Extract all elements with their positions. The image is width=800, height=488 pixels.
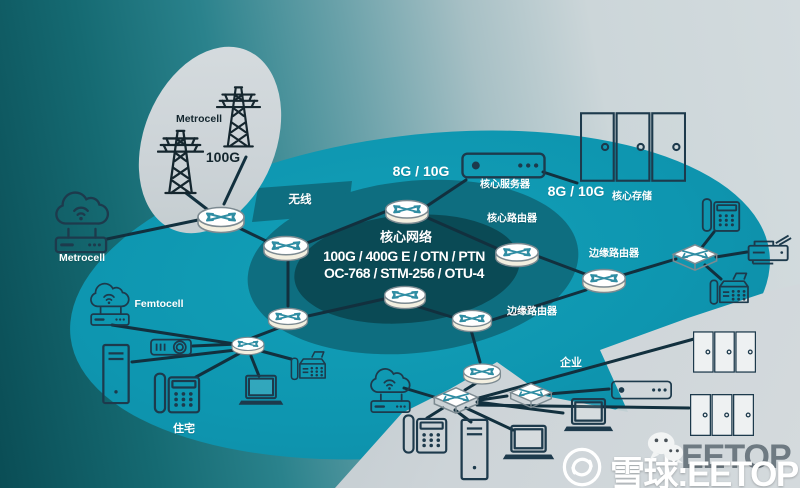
label-core-router: 核心路由器 [487, 213, 537, 225]
label-wireless: 无线 [288, 194, 312, 206]
router-icon [462, 363, 502, 385]
core-router-icon [494, 242, 540, 268]
edge-router-icon [581, 268, 627, 294]
desk-phone-icon [402, 414, 448, 454]
router-icon [262, 235, 310, 262]
storage-icon [693, 331, 756, 373]
label-core-storage: 核心存储 [612, 191, 652, 203]
edge-router-icon [451, 309, 493, 333]
label-100g: 100G [205, 149, 241, 165]
cell-tower-icon [216, 86, 261, 148]
cell-tower-icon [157, 129, 204, 195]
laptop-icon [501, 424, 556, 461]
label-core-tech-line1: 100G / 400G E / OTN / PTN [323, 248, 485, 264]
desk-phone-icon [153, 372, 201, 414]
router-icon [197, 206, 245, 234]
wechat-icon [647, 432, 684, 464]
core-storage-icon [580, 112, 686, 182]
storage-icon [690, 394, 754, 436]
switch-icon [672, 243, 718, 272]
router-icon [384, 199, 430, 225]
laptop-icon [237, 374, 285, 406]
desk-phone-icon [701, 198, 741, 232]
label-core-network: 核心网络 [379, 229, 433, 245]
label-8g10g-server: 8G / 10G [392, 163, 450, 179]
projector-icon [150, 338, 192, 356]
label-enterprise: 企业 [560, 357, 582, 369]
tower-pc-icon [460, 418, 489, 481]
residential-router-icon [231, 336, 265, 356]
snowball-logo-icon [562, 447, 602, 487]
router-icon [383, 285, 427, 310]
eetop-ghost-watermark: EETOP [681, 438, 792, 476]
label-residential: 住宅 [173, 423, 195, 435]
fax-icon [709, 272, 749, 305]
label-femtocell: Femtocell [134, 298, 184, 310]
laptop-icon [562, 398, 615, 433]
label-core-tech-line2: OC-768 / STM-256 / OTU-4 [324, 265, 484, 281]
label-metrocell-zone: Metrocell [175, 113, 223, 125]
label-metrocell-access: Metrocell [58, 252, 106, 264]
cloud-wifi-icon [55, 191, 110, 225]
fax-icon [290, 351, 326, 381]
label-edge-router-upper: 边缘路由器 [589, 248, 639, 260]
label-core-server: 核心服务器 [480, 179, 530, 191]
label-8g10g-storage: 8G / 10G [547, 183, 605, 199]
modem-icon [90, 306, 130, 327]
xueqiu-eetop-watermark: 雪球:EETOP [610, 455, 799, 488]
server-icon [610, 380, 673, 400]
router-icon [267, 307, 309, 331]
tower-pc-icon [102, 343, 130, 405]
printer-icon [747, 234, 793, 265]
switch-icon [509, 382, 553, 409]
label-edge-router-lower: 边缘路由器 [507, 306, 557, 318]
